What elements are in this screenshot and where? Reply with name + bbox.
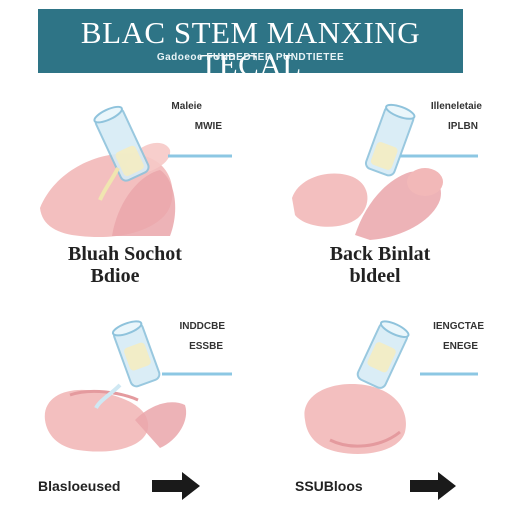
liquid-stream	[98, 167, 120, 201]
banner-title: BLAC STEM MANXING TECAL	[80, 15, 421, 82]
tissue-lobe	[407, 168, 443, 196]
panel-4-caption: SSUBloos	[295, 478, 363, 494]
panel-2-subheading: bldeel	[349, 265, 401, 287]
panel-1-illustration	[40, 105, 232, 238]
tissue-top	[69, 389, 139, 402]
panel-3-label-top: INDDCBE	[179, 321, 225, 332]
banner-subtitle: Gadoeoe FUNDEDTER PUNDTIETEE	[156, 52, 345, 63]
panel-1-heading: Bluah Sochot	[68, 243, 182, 265]
tissue-shape	[292, 173, 368, 227]
panel-3-label-mid: ESSBE	[189, 341, 223, 352]
panel-4-label-mid: ENEGE	[442, 341, 478, 352]
pipette	[111, 320, 161, 388]
panel-2-label-mid: IPLBN	[448, 121, 478, 132]
panel-2-label-top: Illeneletaie	[430, 101, 482, 112]
panel-4-illustration	[304, 320, 478, 454]
panel-4-label-top: IENGCTAE	[433, 321, 484, 332]
tissue-shape	[44, 389, 149, 452]
title-banner: BLAC STEM MANXING TECAL Gadoeoe FUNDEDTE…	[38, 9, 463, 81]
panel-3-caption: Blasloeused	[38, 478, 121, 494]
panel-2-illustration	[292, 103, 478, 240]
arrow-icon	[152, 472, 200, 500]
pipette	[364, 103, 416, 177]
panel-2-heading: Back Binlat	[329, 243, 431, 265]
panel-3-illustration	[44, 320, 232, 452]
liquid-stream	[94, 383, 122, 410]
tissue-fold	[135, 402, 187, 448]
tissue-fold	[112, 170, 176, 236]
tissue-shadow	[329, 430, 401, 448]
panel-1-subheading: Bdioe	[90, 265, 140, 287]
arrow-icon	[410, 472, 456, 500]
tissue-shape	[304, 384, 406, 454]
pipette	[93, 105, 150, 182]
pipette	[356, 320, 410, 389]
panel-1-label-top: Maleie	[171, 101, 202, 112]
panel-1-label-mid: MWIE	[194, 121, 222, 132]
